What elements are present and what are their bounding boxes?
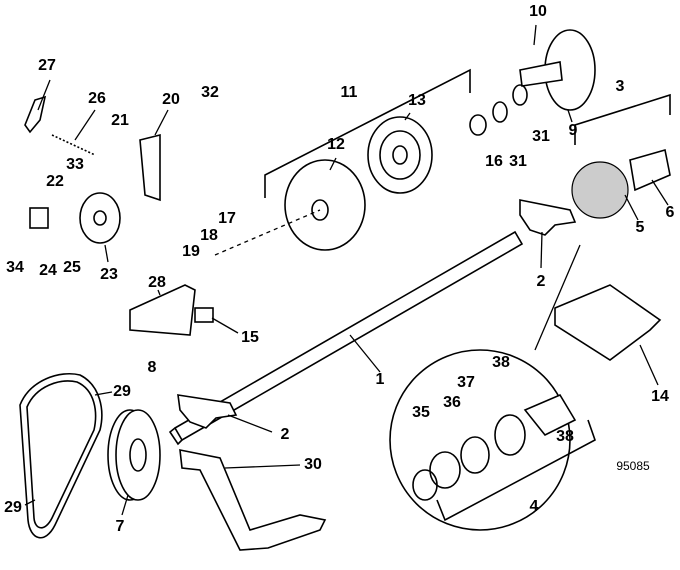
- callout-32: 32: [201, 84, 219, 101]
- pulley-7: [107, 409, 161, 516]
- callout-29b: 29: [4, 499, 22, 516]
- coupler-5: [571, 161, 629, 219]
- callout-30: 30: [304, 456, 322, 473]
- callout-2: 2: [537, 273, 546, 290]
- clutch-12: [284, 159, 366, 251]
- detail-circle-4: [389, 349, 571, 531]
- bearing-bracket-lower: [177, 394, 238, 429]
- pulley-13: [367, 116, 433, 194]
- callout-9: 9: [569, 122, 578, 139]
- callout-26: 26: [88, 90, 106, 107]
- callout-23: 23: [100, 266, 118, 283]
- callout-17: 17: [218, 210, 236, 227]
- idler-pulley-23: [79, 192, 121, 244]
- callout-6: 6: [666, 204, 675, 221]
- plate-15: [194, 307, 214, 323]
- callout-10: 10: [529, 3, 547, 20]
- bracket-28: [129, 284, 196, 336]
- callout-38b: 38: [556, 428, 574, 445]
- callout-12: 12: [327, 136, 345, 153]
- callout-34: 34: [6, 259, 24, 276]
- shaft-1: [168, 230, 524, 446]
- callout-31: 31: [509, 153, 527, 170]
- callout-8: 8: [148, 359, 157, 376]
- callout-4: 4: [530, 498, 539, 515]
- callout-37: 37: [457, 374, 475, 391]
- bracket-27: [24, 95, 47, 134]
- callout-5: 5: [636, 219, 645, 236]
- callout-16: 16: [485, 153, 503, 170]
- callout-1: 1: [376, 371, 385, 388]
- callout-3: 3: [616, 78, 625, 95]
- callout-7: 7: [116, 518, 125, 535]
- callout-24: 24: [39, 262, 57, 279]
- callout-38: 38: [492, 354, 510, 371]
- callout-29: 29: [113, 383, 131, 400]
- callout-18: 18: [200, 227, 218, 244]
- bracket-14: [554, 284, 662, 361]
- callout-27: 27: [38, 57, 56, 74]
- figure-code: 95085: [616, 459, 650, 473]
- bearing-bracket-upper: [519, 199, 577, 236]
- arm-20: [139, 133, 161, 202]
- bracket-30: [179, 449, 327, 551]
- spacer-34: [29, 207, 49, 229]
- callout-20: 20: [162, 91, 180, 108]
- callout-33: 33: [66, 156, 84, 173]
- callout-15: 15: [241, 329, 259, 346]
- callout-14: 14: [651, 388, 669, 405]
- callout-21: 21: [111, 112, 129, 129]
- callout-13: 13: [408, 92, 426, 109]
- callout-31b: 31: [532, 128, 550, 145]
- callout-25: 25: [63, 259, 81, 276]
- callout-2b: 2: [281, 426, 290, 443]
- spring-26: [51, 134, 96, 156]
- callout-28: 28: [148, 274, 166, 291]
- callout-11: 11: [341, 84, 358, 101]
- callout-19: 19: [182, 243, 200, 260]
- callout-22: 22: [46, 173, 64, 190]
- callout-36: 36: [443, 394, 461, 411]
- belt-29: [19, 373, 103, 539]
- callout-35: 35: [412, 404, 430, 421]
